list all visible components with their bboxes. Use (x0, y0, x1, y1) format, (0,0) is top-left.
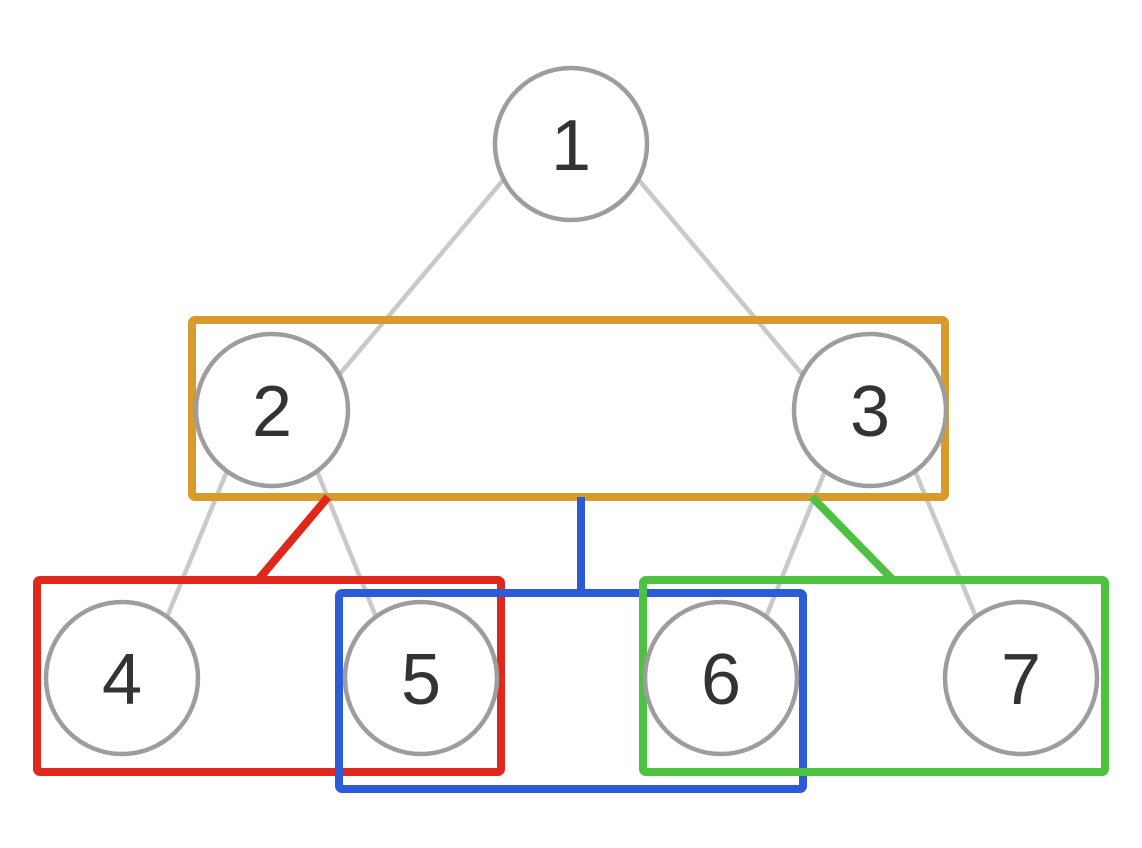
node-circle (43, 599, 201, 757)
group-connectors-layer (254, 494, 896, 593)
node-label: 1 (551, 106, 591, 186)
node-circle (791, 331, 949, 489)
node-circle (642, 599, 800, 757)
tree-node-5[interactable]: 5 (342, 599, 500, 757)
node-label: 6 (701, 640, 741, 720)
group-box-red[interactable] (33, 576, 505, 776)
tree-edge (636, 177, 805, 377)
tree-node-3[interactable]: 3 (791, 331, 949, 489)
node-label: 4 (102, 640, 142, 720)
tree-edge (337, 177, 506, 377)
group-connector-red (254, 494, 332, 583)
tree-node-1[interactable]: 1 (492, 65, 650, 223)
tree-node-4[interactable]: 4 (43, 599, 201, 757)
node-circle (492, 65, 650, 223)
tree-node-6[interactable]: 6 (642, 599, 800, 757)
tree-node-7[interactable]: 7 (942, 599, 1100, 757)
node-circle (193, 331, 351, 489)
node-circle (942, 599, 1100, 757)
node-circle (342, 599, 500, 757)
tree-node-2[interactable]: 2 (193, 331, 351, 489)
node-label: 3 (850, 372, 890, 452)
tree-edge (164, 470, 230, 618)
node-label: 7 (1001, 640, 1041, 720)
group-box-blue[interactable] (335, 589, 807, 793)
node-label: 5 (401, 640, 441, 720)
group-connector-green (809, 494, 896, 583)
node-label: 2 (252, 372, 292, 452)
tree-nodes-layer: 1 2 3 4 5 6 7 (43, 65, 1100, 757)
